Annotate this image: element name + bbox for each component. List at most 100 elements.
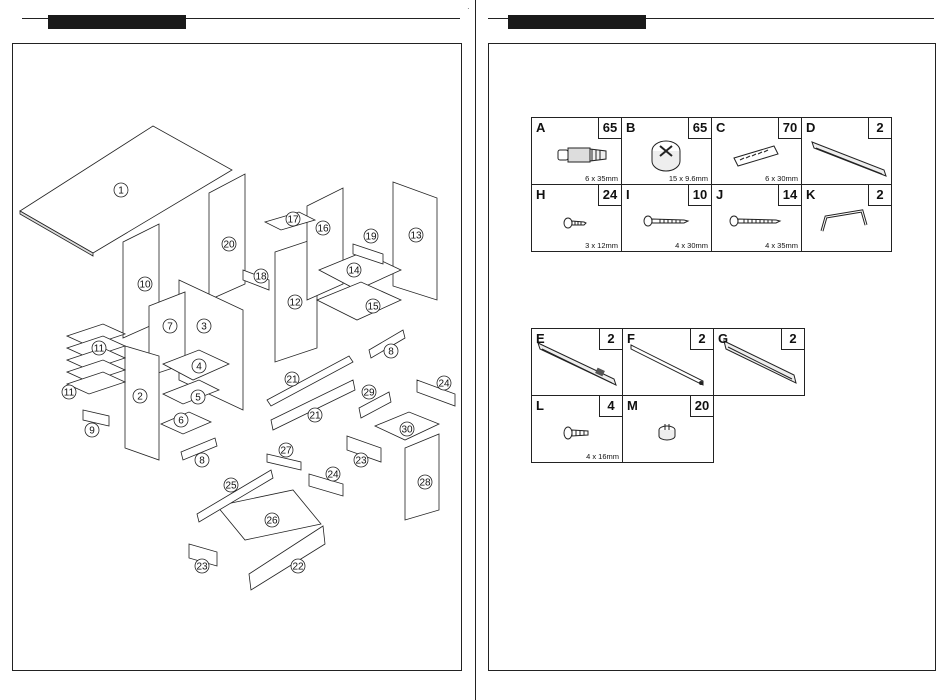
hardware-quantity: 65 — [688, 118, 711, 139]
svg-text:2: 2 — [137, 392, 143, 403]
hardware-size: 3 x 12mm — [585, 241, 618, 250]
svg-text:3: 3 — [201, 322, 207, 333]
svg-text:17: 17 — [287, 215, 299, 226]
hardware-quantity: 20 — [690, 396, 713, 417]
part-callout-4: 4 — [192, 359, 206, 373]
hardware-quantity: 2 — [868, 185, 891, 206]
svg-text:30: 30 — [401, 425, 413, 436]
hardware-quantity: 2 — [868, 118, 891, 139]
svg-text:26: 26 — [266, 516, 278, 527]
part-callout-27: 27 — [279, 443, 293, 457]
page-marker: · — [467, 4, 470, 13]
part-callout-24: 24 — [437, 376, 451, 390]
hardware-letter: I — [626, 187, 630, 202]
svg-text:1: 1 — [118, 186, 124, 197]
svg-text:12: 12 — [289, 298, 301, 309]
svg-text:19: 19 — [365, 232, 377, 243]
hardware-quantity: 10 — [688, 185, 711, 206]
svg-text:15: 15 — [367, 302, 379, 313]
hardware-quantity: 24 — [598, 185, 621, 206]
part-callout-9: 9 — [85, 423, 99, 437]
hardware-letter: K — [806, 187, 815, 202]
page-divider — [475, 0, 476, 700]
hardware-letter: F — [627, 331, 635, 346]
svg-text:21: 21 — [309, 411, 321, 422]
hardware-letter: H — [536, 187, 545, 202]
part-callout-7: 7 — [163, 319, 177, 333]
part-callout-28: 28 — [418, 475, 432, 489]
svg-text:24: 24 — [438, 379, 450, 390]
hardware-size: 6 x 35mm — [585, 174, 618, 183]
hardware-letter: J — [716, 187, 723, 202]
svg-text:5: 5 — [195, 393, 201, 404]
svg-text:11: 11 — [64, 388, 75, 399]
part-callout-3: 3 — [197, 319, 211, 333]
part-callout-16: 16 — [316, 221, 330, 235]
hardware-cell-j: J 14 4 x 35mm — [712, 185, 802, 252]
hardware-table-lower: E2F2G2L44 x 16mmM20 — [531, 328, 805, 463]
svg-text:4: 4 — [196, 362, 202, 373]
part-callout-25: 25 — [224, 478, 238, 492]
hardware-size: 4 x 35mm — [765, 241, 798, 250]
hardware-letter: G — [718, 331, 728, 346]
hardware-size: 6 x 30mm — [765, 174, 798, 183]
svg-text:23: 23 — [196, 562, 208, 573]
svg-text:22: 22 — [292, 562, 304, 573]
part-callout-6: 6 — [174, 413, 188, 427]
part-callout-8: 8 — [384, 344, 398, 358]
part-callout-20: 20 — [222, 237, 236, 251]
part-callout-13: 13 — [409, 228, 423, 242]
part-callout-12: 12 — [288, 295, 302, 309]
part-callout-22: 22 — [291, 559, 305, 573]
part-callout-14: 14 — [347, 263, 361, 277]
svg-text:8: 8 — [388, 347, 394, 358]
part-callout-11: 11 — [62, 385, 76, 399]
svg-text:9: 9 — [89, 426, 95, 437]
svg-text:14: 14 — [348, 266, 360, 277]
hardware-quantity: 2 — [781, 329, 804, 350]
part-callout-26: 26 — [265, 513, 279, 527]
svg-text:6: 6 — [178, 416, 184, 427]
part-callout-8: 8 — [195, 453, 209, 467]
svg-text:16: 16 — [317, 224, 329, 235]
part-callout-23: 23 — [354, 453, 368, 467]
part-callout-21: 21 — [308, 408, 322, 422]
hardware-quantity: 2 — [690, 329, 713, 350]
hardware-cell-k: K2 — [802, 185, 892, 252]
svg-text:27: 27 — [280, 446, 292, 457]
hardware-size: 15 x 9.6mm — [669, 174, 708, 183]
svg-text:24: 24 — [327, 470, 339, 481]
part-callout-24: 24 — [326, 467, 340, 481]
part-callout-23: 23 — [195, 559, 209, 573]
hardware-quantity: 70 — [778, 118, 801, 139]
svg-text:23: 23 — [355, 456, 367, 467]
hardware-cell-f: F2 — [623, 329, 714, 396]
svg-text:8: 8 — [199, 456, 205, 467]
svg-text:20: 20 — [223, 240, 235, 251]
hardware-cell-g: G2 — [714, 329, 805, 396]
part-callout-11: 11 — [92, 341, 106, 355]
hardware-letter: M — [627, 398, 638, 413]
part-callout-1: 1 — [114, 183, 128, 197]
part-callout-19: 19 — [364, 229, 378, 243]
part-callout-30: 30 — [400, 422, 414, 436]
part-callout-17: 17 — [286, 212, 300, 226]
part-callout-2: 2 — [133, 389, 147, 403]
part-callout-5: 5 — [191, 390, 205, 404]
svg-text:25: 25 — [225, 481, 237, 492]
hardware-quantity: 2 — [599, 329, 622, 350]
part-callout-15: 15 — [366, 299, 380, 313]
hardware-quantity: 14 — [778, 185, 801, 206]
hardware-letter: D — [806, 120, 815, 135]
hardware-size: 4 x 16mm — [586, 452, 619, 461]
part-callout-10: 10 — [138, 277, 152, 291]
right-header-tab — [508, 15, 646, 29]
hardware-letter: E — [536, 331, 545, 346]
